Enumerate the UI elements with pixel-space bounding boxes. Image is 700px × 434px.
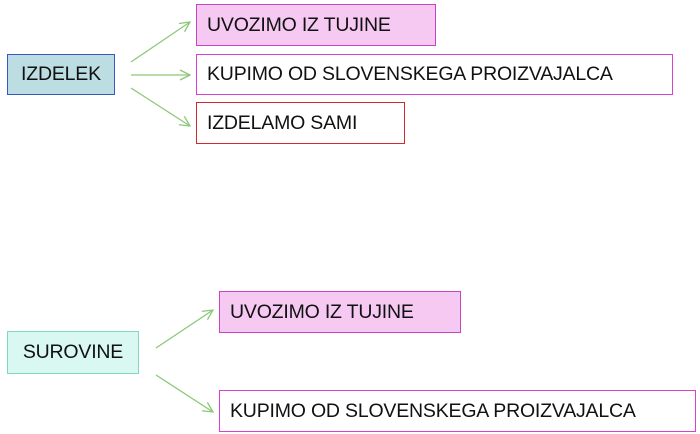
- source-box-surovine: SUROVINE: [7, 331, 139, 374]
- option-label: IZDELAMO SAMI: [207, 111, 358, 134]
- option-box-uvozimo: UVOZIMO IZ TUJINE: [196, 4, 436, 46]
- source-label: IZDELEK: [21, 63, 101, 85]
- arrow-izdelek-to-uvozimo: [130, 22, 190, 63]
- option-box-kupimo: KUPIMO OD SLOVENSKEGA PROIZVAJALCA: [219, 390, 696, 432]
- arrow-surovine-to-kupimo: [155, 374, 213, 412]
- arrow-izdelek-to-izdelamo: [130, 87, 190, 126]
- arrow-surovine-to-uvozimo: [155, 310, 213, 349]
- source-box-izdelek: IZDELEK: [7, 54, 115, 95]
- source-label: SUROVINE: [22, 341, 124, 363]
- option-label: UVOZIMO IZ TUJINE: [207, 13, 391, 36]
- option-box-kupimo: KUPIMO OD SLOVENSKEGA PROIZVAJALCA: [196, 54, 673, 95]
- option-label: KUPIMO OD SLOVENSKEGA PROIZVAJALCA: [230, 399, 636, 422]
- option-box-uvozimo: UVOZIMO IZ TUJINE: [219, 291, 461, 333]
- option-box-izdelamo: IZDELAMO SAMI: [196, 102, 405, 144]
- option-label: UVOZIMO IZ TUJINE: [230, 300, 414, 323]
- option-label: KUPIMO OD SLOVENSKEGA PROIZVAJALCA: [207, 63, 613, 85]
